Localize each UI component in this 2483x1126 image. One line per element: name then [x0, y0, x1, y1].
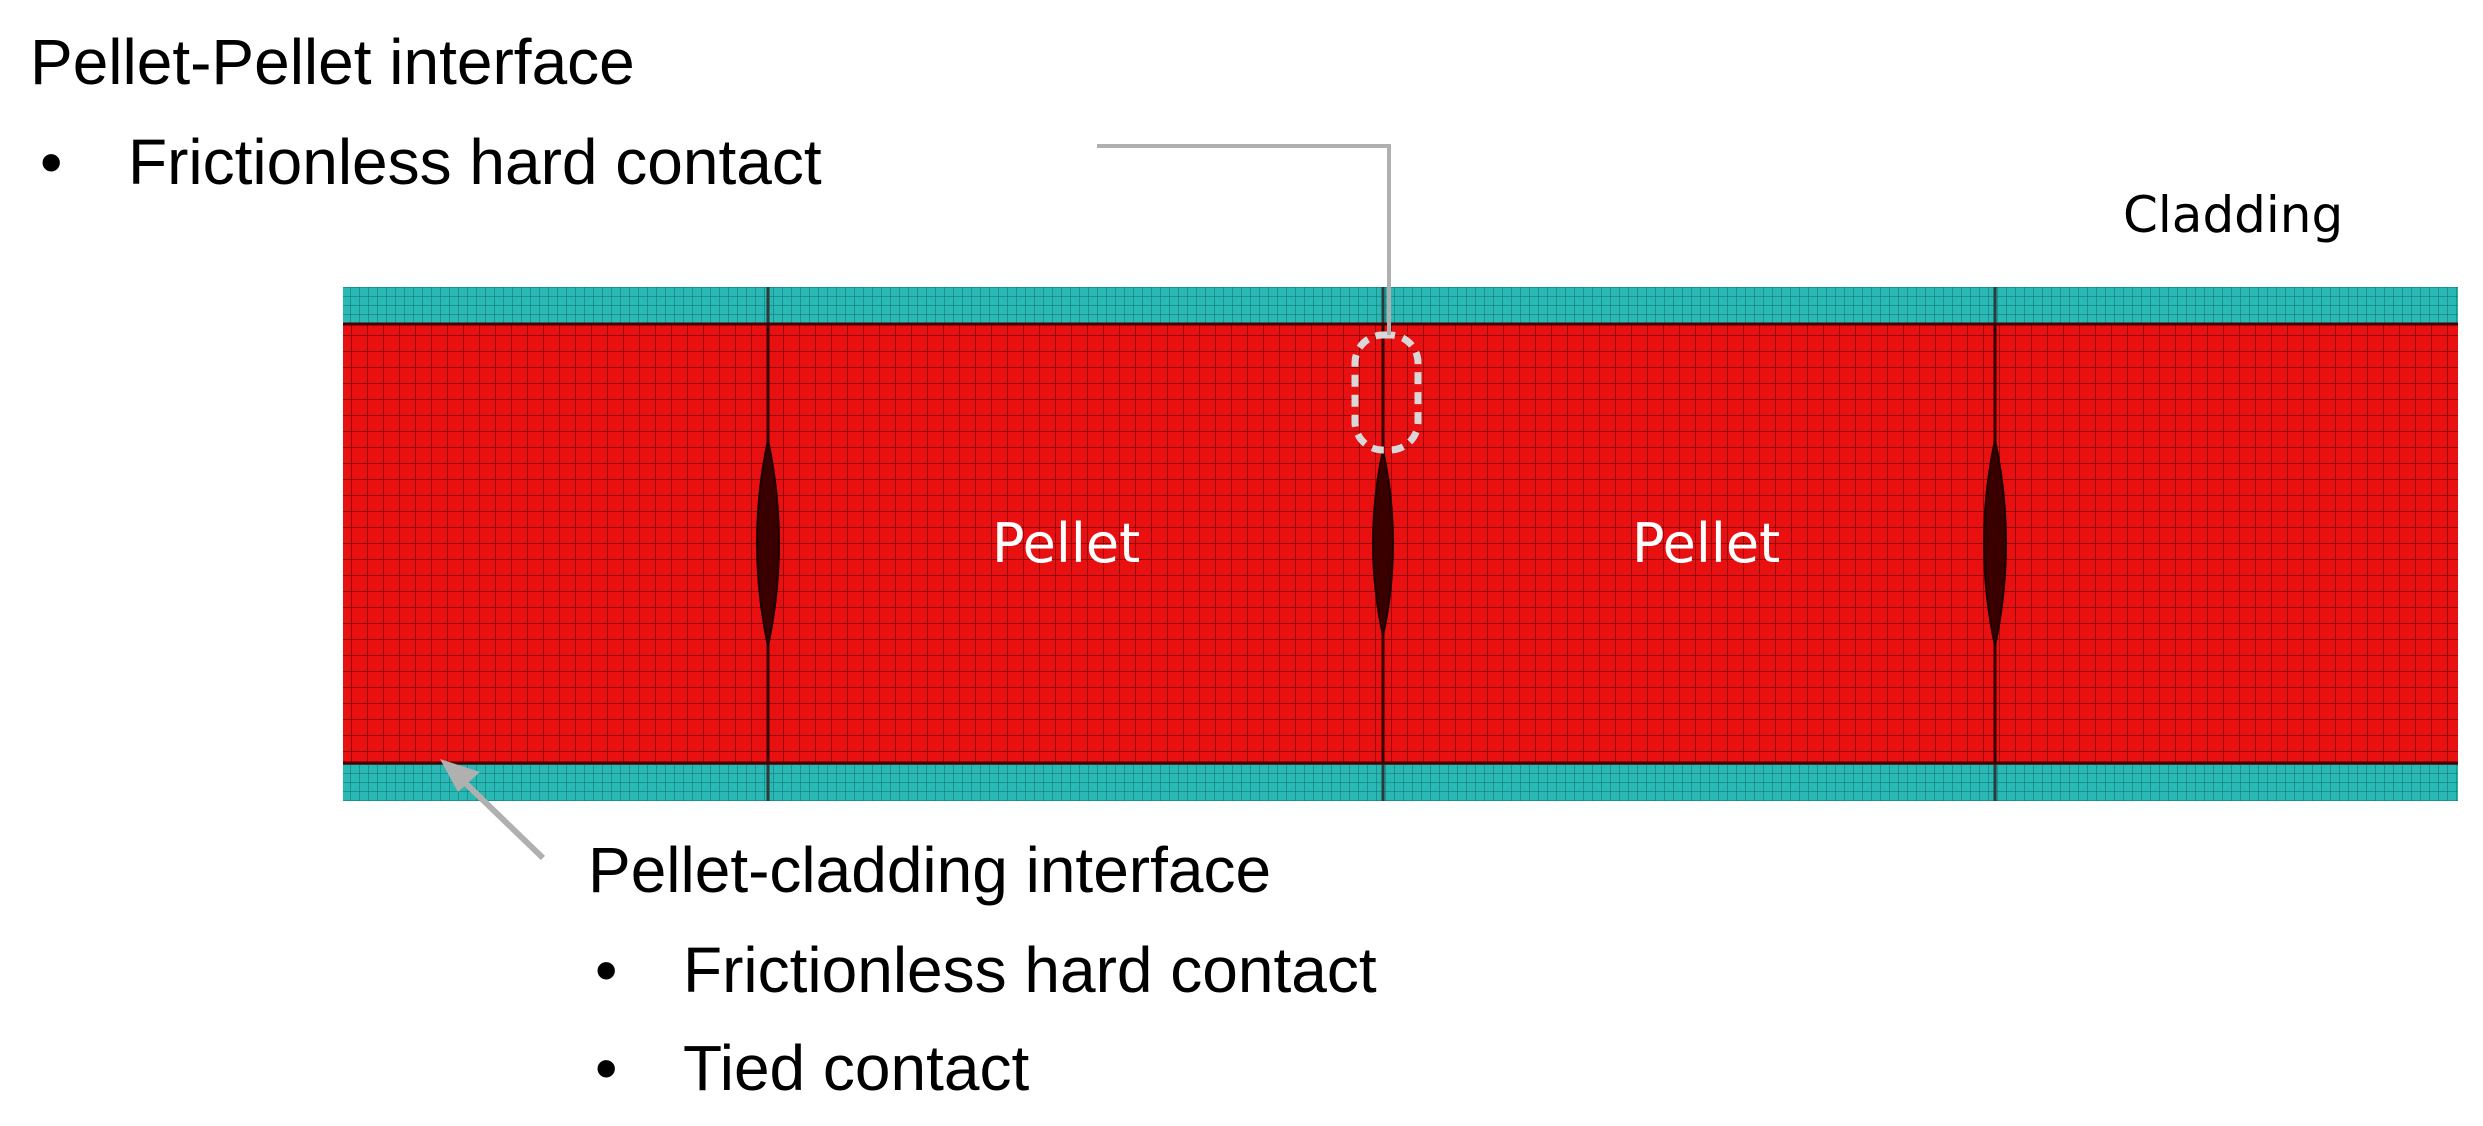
pellet-pellet-bullet: •Frictionless hard contact [40, 130, 822, 194]
bullet-dot: • [595, 934, 618, 1006]
pellet-pellet-leader-line [1097, 144, 1391, 335]
pellet-cladding-arrow [455, 773, 546, 861]
cladding-label: Cladding [2123, 186, 2344, 244]
pellet-cladding-bullet-1-text: Frictionless hard contact [683, 934, 1377, 1006]
cladding-bottom [343, 763, 2458, 801]
bullet-dot: • [40, 126, 63, 198]
pellet-cladding-title: Pellet-cladding interface [588, 834, 1272, 906]
pellet-label-1: Pellet [992, 512, 1141, 575]
interface-highlight-box [1351, 331, 1422, 454]
pellet-interfaces [756, 324, 2007, 763]
cladding-interface-marks [766, 287, 1997, 801]
cladding-top [343, 287, 2458, 324]
pellet-label-2: Pellet [1632, 512, 1781, 575]
bullet-dot: • [595, 1032, 618, 1104]
pellet-cladding-bullet-2: •Tied contact [595, 1036, 1029, 1100]
pellet-stack [343, 324, 2458, 763]
pellet-pellet-bullet-text: Frictionless hard contact [128, 126, 822, 198]
pellet-pellet-title: Pellet-Pellet interface [30, 26, 635, 98]
pellet-cladding-bullet-1: •Frictionless hard contact [595, 938, 1377, 1002]
pellet-cladding-bullet-2-text: Tied contact [683, 1032, 1030, 1104]
